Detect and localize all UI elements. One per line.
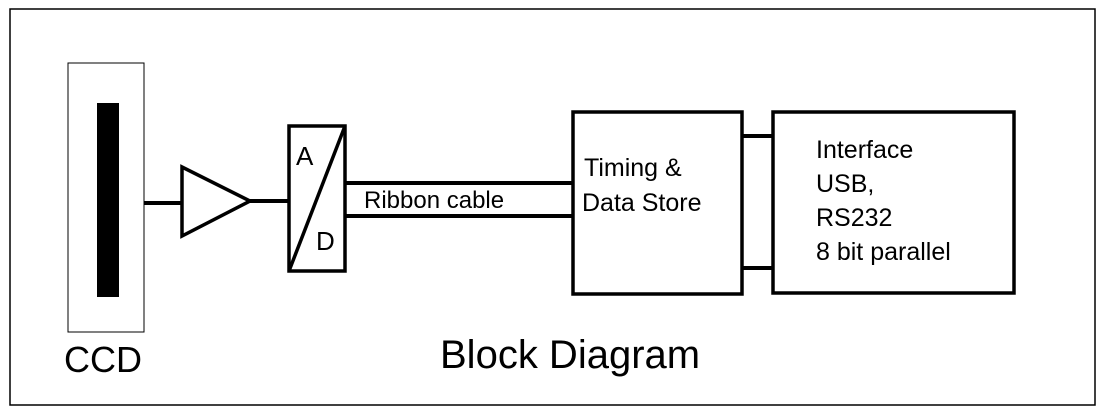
interface-label-line3: RS232 xyxy=(816,204,892,232)
ccd-label: CCD xyxy=(64,339,142,380)
adc-letter-a: A xyxy=(296,141,314,171)
amplifier-triangle xyxy=(180,164,254,239)
ccd-package xyxy=(67,62,145,333)
interface-label-line1: Interface xyxy=(816,136,913,164)
interface-label-line4: 8 bit parallel xyxy=(816,238,951,266)
interface-box xyxy=(771,110,1016,295)
diagram-title: Block Diagram xyxy=(440,333,700,377)
outer-frame xyxy=(9,8,1096,406)
timing-label-line1: Timing & xyxy=(584,154,682,182)
adc-diagonal xyxy=(287,125,347,272)
ribbon-cable-label: Ribbon cable xyxy=(364,187,504,214)
adc-letter-d: D xyxy=(316,226,335,256)
timing-data-store-box xyxy=(571,110,744,296)
adc-box xyxy=(287,124,347,273)
timing-label-line2: Data Store xyxy=(582,189,702,217)
interface-label-line2: USB, xyxy=(816,170,874,198)
ccd-sensor-bar xyxy=(97,103,119,297)
